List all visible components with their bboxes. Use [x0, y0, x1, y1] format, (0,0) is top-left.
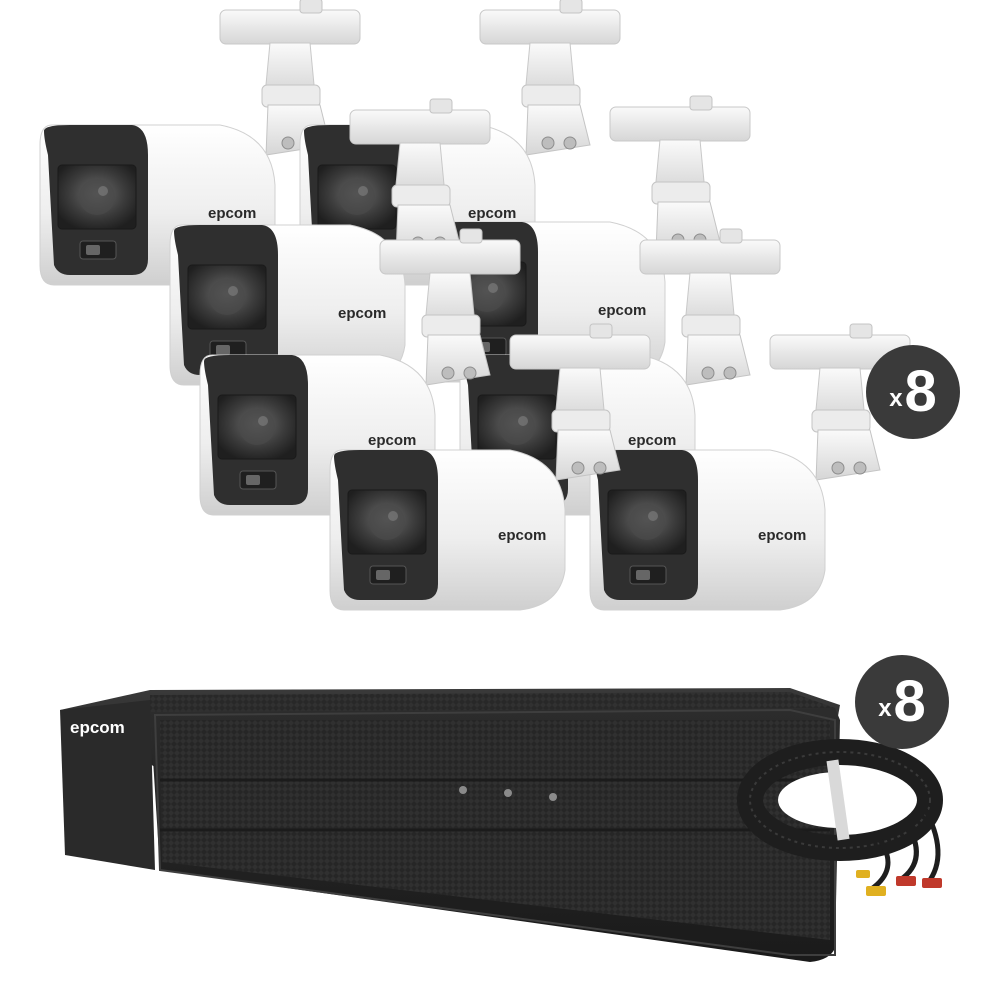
dvr-led [549, 793, 557, 801]
camera-brand-label: epcom [628, 432, 676, 449]
quantity-count: 8 [904, 359, 937, 424]
connector-red [922, 878, 942, 888]
connector-yellow [866, 886, 886, 896]
cable-coil [737, 739, 943, 896]
camera-brand-label: epcom [498, 527, 546, 544]
connector-yellow [856, 870, 870, 878]
camera-brand-label: epcom [368, 432, 416, 449]
camera-brand-label: epcom [208, 205, 256, 222]
dvr-led [459, 786, 467, 794]
camera-brand-label: epcom [338, 305, 386, 322]
quantity-count: 8 [893, 669, 926, 734]
quantity-prefix: x [889, 385, 903, 412]
camera-quantity-badge: x 8 [866, 345, 960, 439]
dvr-led [504, 789, 512, 797]
dvr-brand-label: epcom [70, 718, 125, 737]
camera-brand-label: epcom [468, 205, 516, 222]
camera-brand-label: epcom [758, 527, 806, 544]
dvr-recorder [60, 688, 840, 962]
quantity-prefix: x [878, 695, 892, 722]
camera-brand-label: epcom [598, 302, 646, 319]
connector-red [896, 876, 916, 886]
cable-quantity-badge: x 8 [855, 655, 949, 749]
